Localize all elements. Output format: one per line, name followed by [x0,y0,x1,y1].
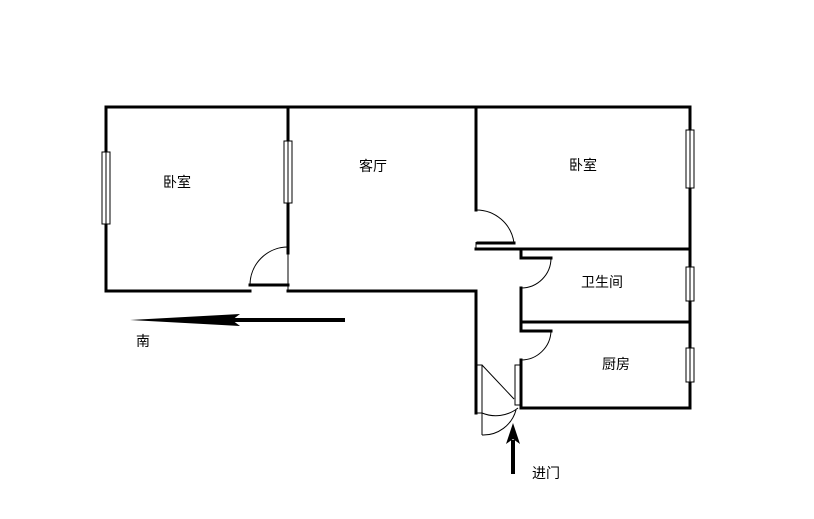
room-label-bedroom-right: 卧室 [569,157,597,173]
room-label-living-room: 客厅 [359,158,387,174]
compass-label: 南 [136,333,150,349]
doors [248,209,553,436]
entrance-arrow [506,423,520,474]
door-bathroom [519,256,553,289]
door-bedroom-right [475,209,516,245]
room-label-bedroom-left: 卧室 [163,174,191,190]
door-kitchen [519,329,553,361]
windows [101,129,695,383]
door-bedroom-left [248,246,290,291]
south-arrow [130,314,345,326]
room-label-bathroom: 卫生间 [581,274,623,290]
door-entrance [475,364,522,436]
room-label-kitchen: 厨房 [602,356,630,372]
entrance-label: 进门 [532,465,560,481]
